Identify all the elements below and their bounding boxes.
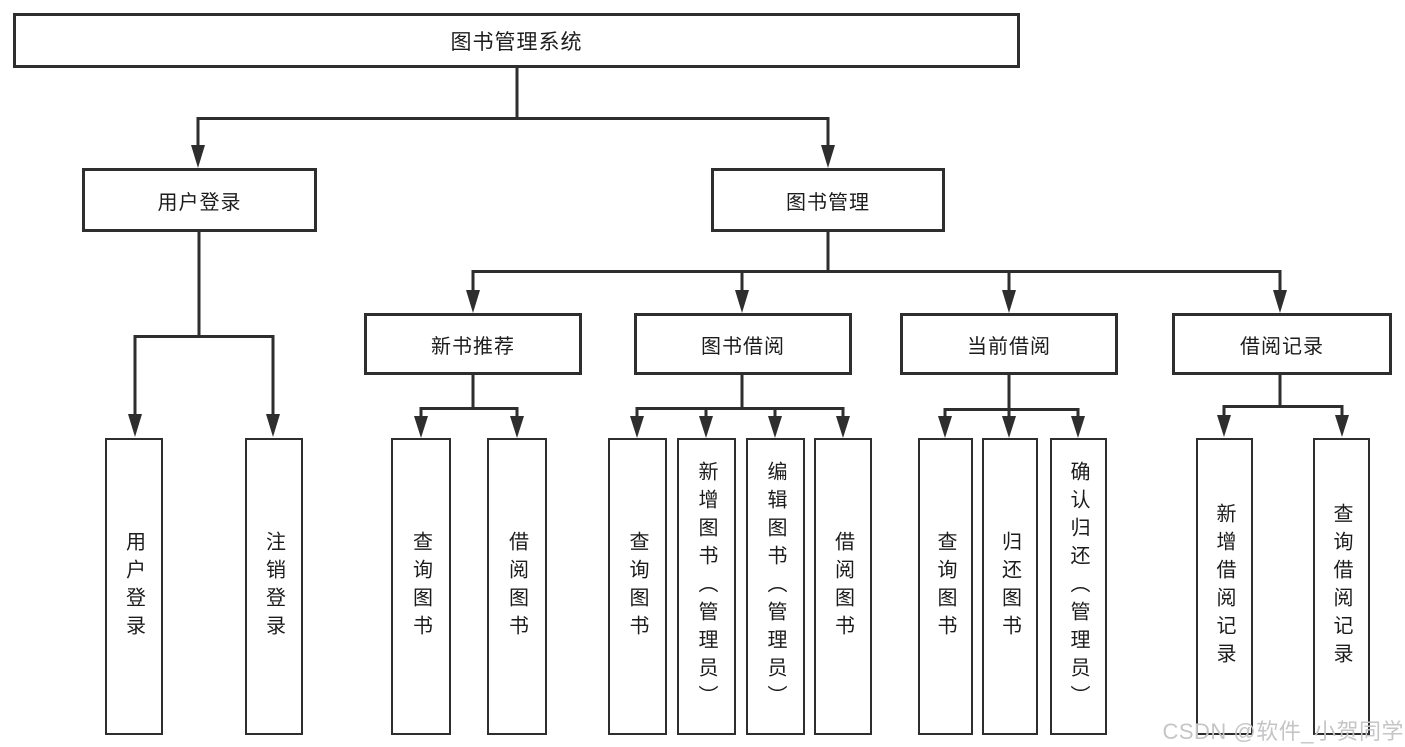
connector-book-management-to-level3 — [466, 231, 1287, 313]
leaf-records-add-record: 新增借阅记录 — [1196, 438, 1253, 735]
leaf-borrow-edit-books-admin: 编辑图书（管理员） — [746, 438, 805, 735]
leaf-borrow-query-books: 查询图书 — [608, 438, 667, 735]
node-new-book-recommend: 新书推荐 — [364, 313, 582, 375]
connector-root-to-level2 — [191, 67, 835, 168]
leaf-current-confirm-return-admin: 确认归还（管理员） — [1050, 438, 1107, 735]
node-root-system: 图书管理系统 — [13, 13, 1020, 68]
leaf-borrow-borrow-books: 借阅图书 — [814, 438, 872, 735]
leaf-logout: 注销登录 — [245, 438, 303, 735]
connector-user-login-to-leaves — [128, 231, 280, 437]
leaf-borrow-add-books-admin: 新增图书（管理员） — [677, 438, 736, 735]
node-user-login: 用户登录 — [82, 168, 317, 232]
node-book-management: 图书管理 — [711, 168, 945, 232]
node-borrow-records: 借阅记录 — [1172, 313, 1392, 375]
node-current-borrow: 当前借阅 — [900, 313, 1118, 375]
node-book-borrow: 图书借阅 — [634, 313, 852, 375]
connector-current-borrow-to-leaves — [938, 375, 1085, 438]
leaf-records-query-record: 查询借阅记录 — [1313, 438, 1370, 735]
csdn-watermark: CSDN @软件_小贺同学 — [1162, 719, 1404, 744]
connector-new-book-to-leaves — [414, 375, 524, 438]
leaf-user-login: 用户登录 — [105, 438, 163, 735]
leaf-current-return-books: 归还图书 — [982, 438, 1038, 735]
leaf-current-query-books: 查询图书 — [918, 438, 973, 735]
leaf-newbook-borrow-books: 借阅图书 — [487, 438, 547, 735]
leaf-newbook-query-books: 查询图书 — [391, 438, 451, 735]
connector-book-borrow-to-leaves — [630, 375, 850, 438]
connector-borrow-records-to-leaves — [1217, 375, 1349, 437]
